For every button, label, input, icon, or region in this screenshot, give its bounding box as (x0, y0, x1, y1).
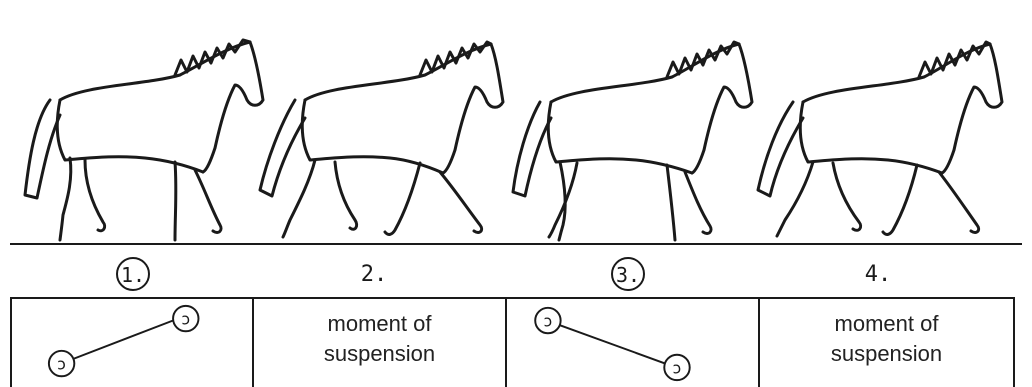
horse-figure-1 (15, 30, 265, 245)
step-number-3: 3. (611, 257, 645, 291)
suspension-text-4: moment of suspension (830, 311, 943, 366)
step-label-4: 4. (848, 257, 908, 293)
diagonal-pair-diagram-1: ɔ ɔ (47, 304, 200, 378)
hoof-icon (47, 349, 76, 378)
step-number-2: 2. (360, 262, 388, 287)
hoof-glyph: ɔ (57, 354, 66, 373)
step-label-2: 2. (344, 257, 404, 293)
step-label-1: 1. (103, 257, 163, 293)
step-number-1: 1. (116, 257, 150, 291)
step-number-4: 4. (864, 262, 892, 287)
hoof-icon (663, 353, 691, 382)
footfall-cell-4: moment of suspension (758, 299, 1013, 387)
horse-figure-4 (755, 30, 1005, 245)
horse-figure-3 (505, 30, 755, 245)
footfall-cell-3: ɔ ɔ (505, 299, 758, 387)
hoof-glyph: ɔ (544, 311, 553, 330)
diagonal-pair-diagram-3: ɔ ɔ (534, 306, 691, 382)
hoof-icon (172, 304, 200, 333)
footfall-cell-2: moment of suspension (252, 299, 505, 387)
footfall-table: ɔ ɔ moment of suspension ɔ ɔ moment of s… (10, 297, 1015, 387)
hoof-glyph: ɔ (673, 358, 682, 377)
horse-figure-2 (255, 30, 505, 245)
footfall-cell-1: ɔ ɔ (12, 299, 252, 387)
suspension-text-2: moment of suspension (323, 311, 436, 366)
ground-line (10, 243, 1022, 245)
hoof-icon (534, 306, 562, 335)
step-label-3: 3. (598, 257, 658, 293)
hoof-glyph: ɔ (181, 309, 190, 328)
